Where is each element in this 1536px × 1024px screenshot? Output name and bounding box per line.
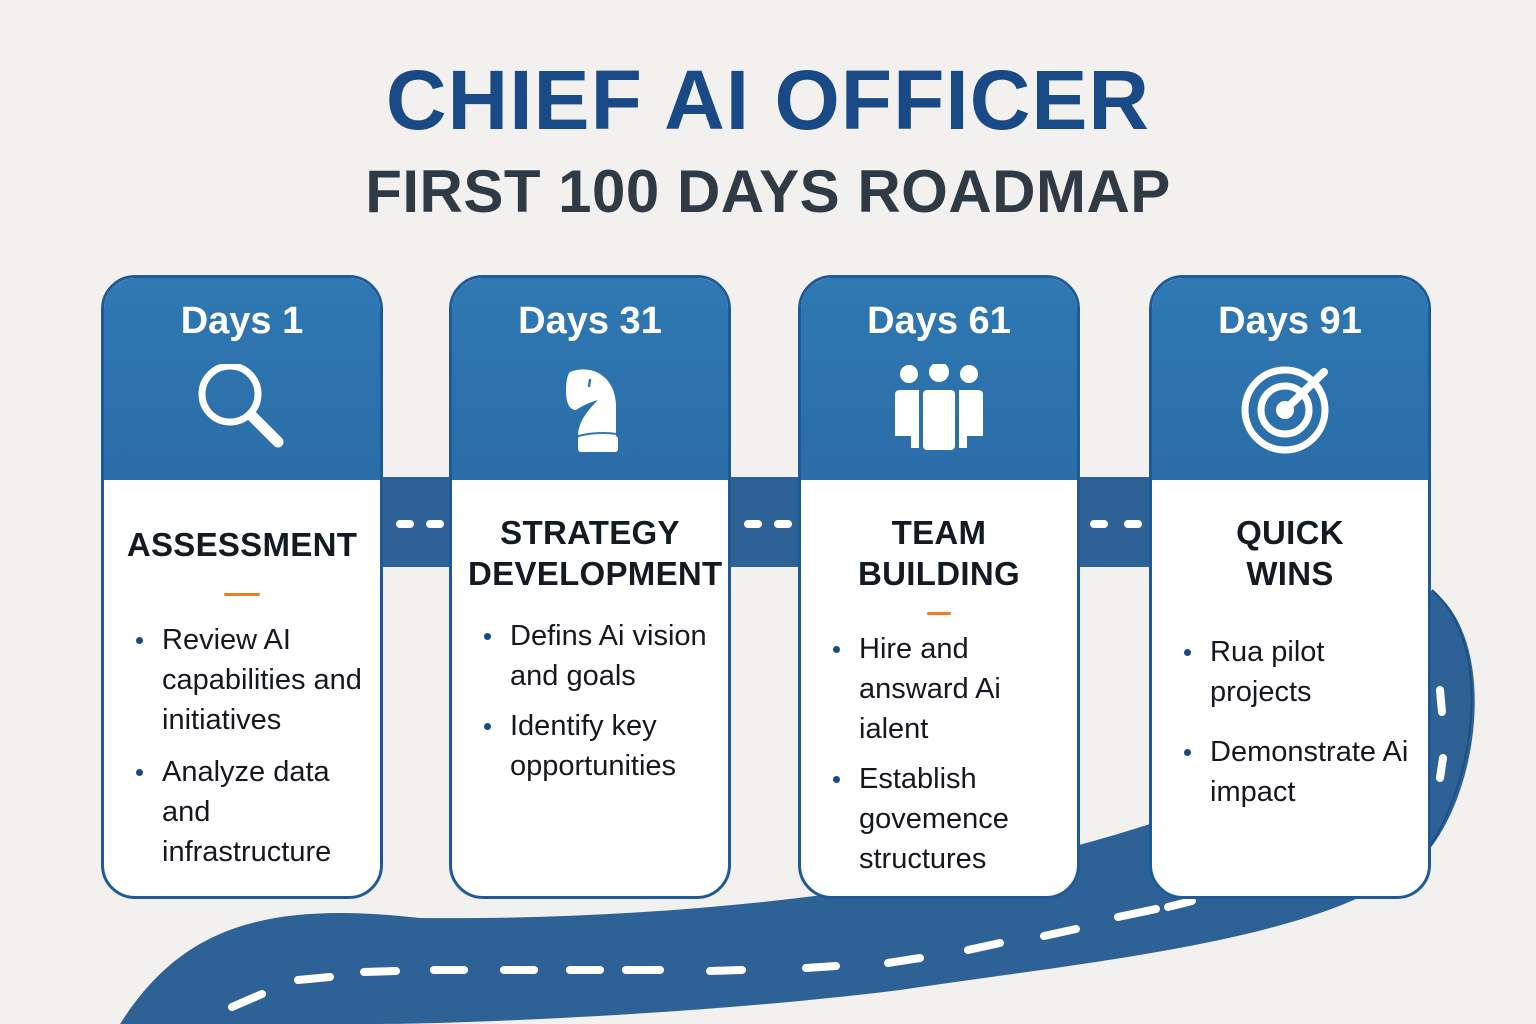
- phase-card-strategy: Days 31 STRATEGY DEVELOPMENT Defins Ai v…: [449, 275, 731, 899]
- phase-days: Days 31: [518, 300, 662, 342]
- phase-bullets: Rua pilot projects Demonstrate Ai impact: [1168, 632, 1412, 812]
- phase-title: QUICK WINS: [1236, 514, 1344, 592]
- phase-card-quick-wins: Days 91 QUICK WINS Rua pilot projects De…: [1149, 275, 1431, 899]
- phase-title: ASSESSMENT: [126, 526, 358, 563]
- bullet-item: Analyze data and infrastructure: [120, 752, 364, 872]
- bullet-item: Demonstrate Ai impact: [1168, 732, 1412, 812]
- phase-title: STRATEGY DEVELOPMENT: [468, 514, 723, 592]
- phase-days: Days 1: [180, 300, 304, 342]
- bullet-item: Rua pilot projects: [1168, 632, 1412, 712]
- page-subtitle: FIRST 100 DAYS ROADMAP: [365, 158, 1171, 225]
- phase-card-assessment: Days 1 ASSESSMENT Review AI capabilities…: [101, 275, 383, 899]
- accent-divider: [224, 593, 260, 596]
- phase-title: TEAM BUILDING: [858, 514, 1020, 592]
- phase-bullets: Defins Ai vision and goals Identify key …: [468, 616, 712, 786]
- magnifying-glass-icon: [198, 364, 284, 448]
- card-header: Days 61: [801, 278, 1077, 480]
- bullet-item: Establish govemence structures: [817, 759, 1061, 879]
- bullet-item: Defins Ai vision and goals: [468, 616, 712, 696]
- bullet-item: Review AI capabilities and initiatives: [120, 620, 364, 740]
- phase-days: Days 91: [1218, 300, 1362, 342]
- accent-divider: [927, 612, 951, 615]
- card-header: Days 91: [1152, 278, 1428, 480]
- phase-bullets: Hire and answard Ai ialent Establish gov…: [817, 629, 1061, 879]
- phase-bullets: Review AI capabilities and initiatives A…: [120, 620, 364, 872]
- chess-knight-icon: [566, 369, 618, 452]
- phase-card-team: Days 61 TEAM BUILDING Hire and answard A…: [798, 275, 1080, 899]
- team-icon: [895, 364, 983, 450]
- page-title: CHIEF AI OFFICER: [385, 53, 1151, 147]
- card-header: Days 31: [452, 278, 728, 480]
- bullet-item: Hire and answard Ai ialent: [817, 629, 1061, 749]
- phase-days: Days 61: [867, 300, 1011, 342]
- bullet-item: Identify key opportunities: [468, 706, 712, 786]
- card-header: Days 1: [104, 278, 380, 480]
- target-icon: [1241, 366, 1329, 454]
